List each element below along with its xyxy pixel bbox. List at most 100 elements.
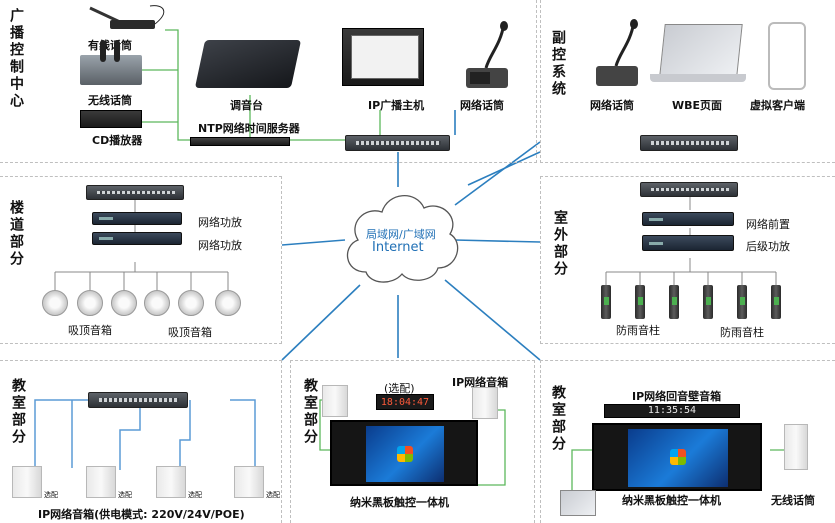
windows-logo-icon <box>397 446 413 462</box>
ceiling-speaker <box>77 290 103 316</box>
internet-cloud <box>346 195 459 283</box>
classroom3-board <box>592 423 762 491</box>
classroom-panel-2 <box>290 360 535 523</box>
classroom2-ip-speaker-label: IP网络音箱 <box>452 376 509 389</box>
classroom3-board-label: 纳米黑板触控一体机 <box>622 494 721 507</box>
ceiling-speaker <box>42 290 68 316</box>
classroom1-speakers-label: IP网络音箱(供电模式: 220V/24V/POE) <box>38 508 245 521</box>
corridor-title: 楼道部分 <box>8 200 24 268</box>
ip-network-speaker <box>86 466 116 498</box>
rain-column-speaker <box>703 285 713 319</box>
classroom3-wireless-mic-label: 无线话筒 <box>771 494 815 507</box>
ntp-server-device <box>190 137 290 146</box>
classroom3-title: 教室部分 <box>550 385 566 453</box>
link-class1-cloud <box>281 284 361 361</box>
rain-column-label-left: 防雨音柱 <box>616 324 660 337</box>
corridor-amp-1-label: 网络功放 <box>198 216 242 229</box>
link-sub-cloud <box>454 141 541 206</box>
ceiling-speaker-label-left: 吸顶音箱 <box>68 324 112 337</box>
corridor-panel <box>0 176 282 344</box>
rain-column-speaker <box>669 285 679 319</box>
corridor-amp-1 <box>92 212 182 225</box>
cd-player-device <box>80 110 142 128</box>
corridor-amp-2-label: 网络功放 <box>198 239 242 252</box>
cloud-label-internet: Internet <box>372 240 424 255</box>
classroom2-speaker-right <box>472 387 498 419</box>
opt-tag: 选配 <box>118 491 132 499</box>
corridor-amp-2 <box>92 232 182 245</box>
cloud-label-lan: 局域网/广域网 <box>366 228 436 241</box>
ceiling-speaker <box>111 290 137 316</box>
wireless-mic-icon-1 <box>100 40 106 62</box>
rain-column-label-right: 防雨音柱 <box>720 326 764 339</box>
outdoor-preamp <box>642 212 734 226</box>
wireless-mic-label: 无线话筒 <box>88 94 132 107</box>
classroom-panel-1 <box>0 360 282 523</box>
mixer-device <box>194 40 302 88</box>
classroom3-echo-speaker-bar: 11:35:54 <box>604 404 740 418</box>
classroom2-optional-label: (选配) <box>384 382 415 395</box>
corridor-switch <box>86 185 184 200</box>
sub-network-mic-label: 网络话筒 <box>590 99 634 112</box>
network-mic-label: 网络话筒 <box>460 99 504 112</box>
ceiling-speaker <box>144 290 170 316</box>
classroom2-board-label: 纳米黑板触控一体机 <box>350 496 449 509</box>
opt-tag: 选配 <box>266 491 280 499</box>
opt-tag: 选配 <box>188 491 202 499</box>
classroom3-laptop <box>560 490 596 516</box>
center-switch <box>345 135 450 151</box>
broadcast-center-title: 广播控制中心 <box>8 8 24 110</box>
ceiling-speaker-label-right: 吸顶音箱 <box>168 326 212 339</box>
windows-logo-icon <box>670 449 686 465</box>
wbe-laptop-base <box>650 74 746 82</box>
cd-player-label: CD播放器 <box>92 134 143 147</box>
ntp-server-label: NTP网络时间服务器 <box>198 122 300 135</box>
sub-switch <box>640 135 738 151</box>
sub-control-panel <box>540 0 835 163</box>
link-corridor-cloud <box>281 239 346 246</box>
classroom2-speaker-left <box>322 385 348 417</box>
outdoor-rear-amp-label: 后级功放 <box>746 240 790 253</box>
outdoor-title: 室外部分 <box>552 210 568 278</box>
rain-column-speaker <box>737 285 747 319</box>
outdoor-preamp-label: 网络前置 <box>746 218 790 231</box>
outdoor-rear-amp <box>642 235 734 251</box>
classroom2-title: 教室部分 <box>302 378 318 446</box>
link-outdoor-cloud <box>454 239 541 243</box>
virtual-client-phone <box>768 22 806 90</box>
sub-control-title: 副控系统 <box>550 30 566 98</box>
classroom2-board <box>330 420 478 486</box>
rain-column-speaker <box>771 285 781 319</box>
wired-mic-icon <box>89 5 165 29</box>
ip-host-label: IP广播主机 <box>368 99 425 112</box>
ip-network-speaker <box>12 466 42 498</box>
opt-tag: 选配 <box>44 491 58 499</box>
wireless-mic-receiver <box>784 424 808 470</box>
rain-column-speaker <box>601 285 611 319</box>
mixer-label: 调音台 <box>230 99 263 112</box>
sub-network-mic-icon <box>596 19 638 86</box>
classroom3-echo-speaker-label: IP网络回音壁音箱 <box>632 390 722 403</box>
wireless-mic-icon-2 <box>114 40 120 62</box>
wbe-laptop-device <box>659 24 743 76</box>
virtual-client-label: 虚拟客户端 <box>750 99 805 112</box>
wireless-mic-receiver <box>80 55 142 85</box>
outdoor-panel <box>540 176 835 344</box>
wbe-page-label: WBE页面 <box>672 99 723 112</box>
ip-host-device <box>342 28 424 86</box>
rain-column-speaker <box>635 285 645 319</box>
broadcast-center-panel <box>0 0 537 163</box>
wired-mic-label: 有线话筒 <box>88 39 132 52</box>
classroom1-title: 教室部分 <box>10 378 26 446</box>
ip-network-speaker <box>156 466 186 498</box>
ceiling-speaker <box>215 290 241 316</box>
classroom2-clock: 18:04:47 <box>376 394 434 410</box>
link-class3-cloud <box>444 279 541 361</box>
ip-network-speaker <box>234 466 264 498</box>
network-mic-icon <box>466 21 508 88</box>
classroom-panel-3 <box>540 360 835 523</box>
classroom1-switch <box>88 392 188 408</box>
outdoor-switch <box>640 182 738 197</box>
